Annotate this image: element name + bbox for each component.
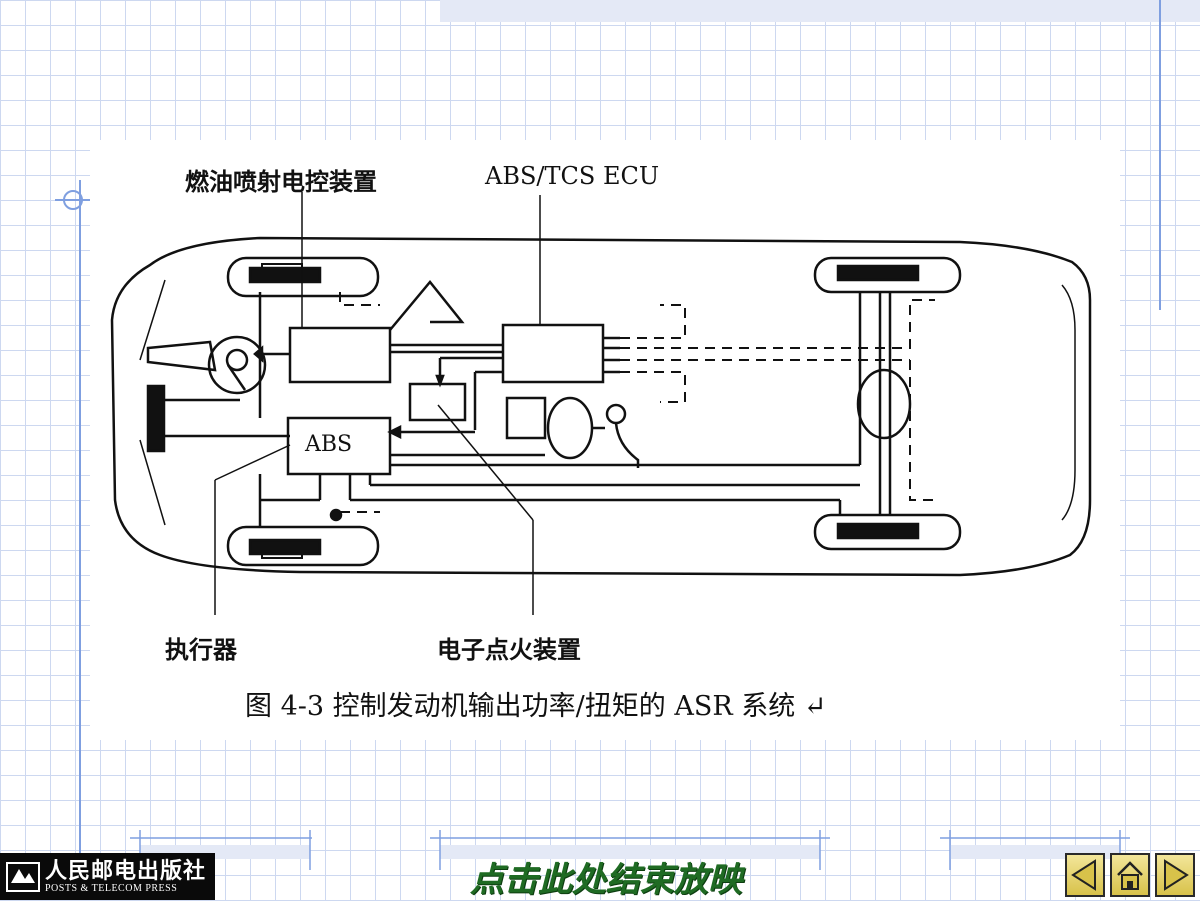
triangle-left-icon [1071,859,1096,891]
home-icon [1117,861,1143,890]
publisher-logo: 人民邮电出版社 POSTS & TELECOM PRESS [0,853,215,900]
intake-pipe [146,340,217,372]
label-abs: ABS [305,432,353,457]
fuel-injection-box [288,326,392,384]
accelerator-pedal [389,280,465,331]
brake-booster [546,396,594,460]
differential [856,368,912,440]
footer-hatch-2 [440,845,820,859]
car-body-inner [139,279,1076,526]
master-cylinder [505,396,547,440]
ignition-box [408,382,467,422]
car-body-outline [110,236,1092,577]
prev-slide-button[interactable] [1065,853,1105,897]
ecu-box [501,323,605,384]
top-hatch-bar [440,0,1200,22]
end-show-link[interactable]: 点击此处结束放映 [470,860,742,900]
rear-left-wheel [813,256,962,294]
label-ignition: 电子点火装置 [437,635,581,664]
label-actuator: 执行器 [165,635,237,664]
figure-caption: 图 4-3 控制发动机输出功率/扭矩的 ASR 系统 ↵ [245,691,827,722]
publisher-name-en: POSTS & TELECOM PRESS [45,882,178,894]
publisher-emblem-icon [6,861,40,892]
next-slide-button[interactable] [1155,853,1195,897]
label-ecu: ABS/TCS ECU [485,162,660,190]
rear-right-wheel [813,513,962,551]
triangle-right-icon [1164,859,1189,891]
steering-column [146,384,166,453]
brake-pedal [605,403,627,425]
front-left-wheel [226,256,380,298]
throttle-valve [207,335,267,395]
home-button[interactable] [1110,853,1150,897]
front-right-wheel [226,525,380,567]
label-fuel-injection: 燃油喷射电控装置 [185,167,377,196]
publisher-name-cn: 人民邮电出版社 [45,857,207,884]
